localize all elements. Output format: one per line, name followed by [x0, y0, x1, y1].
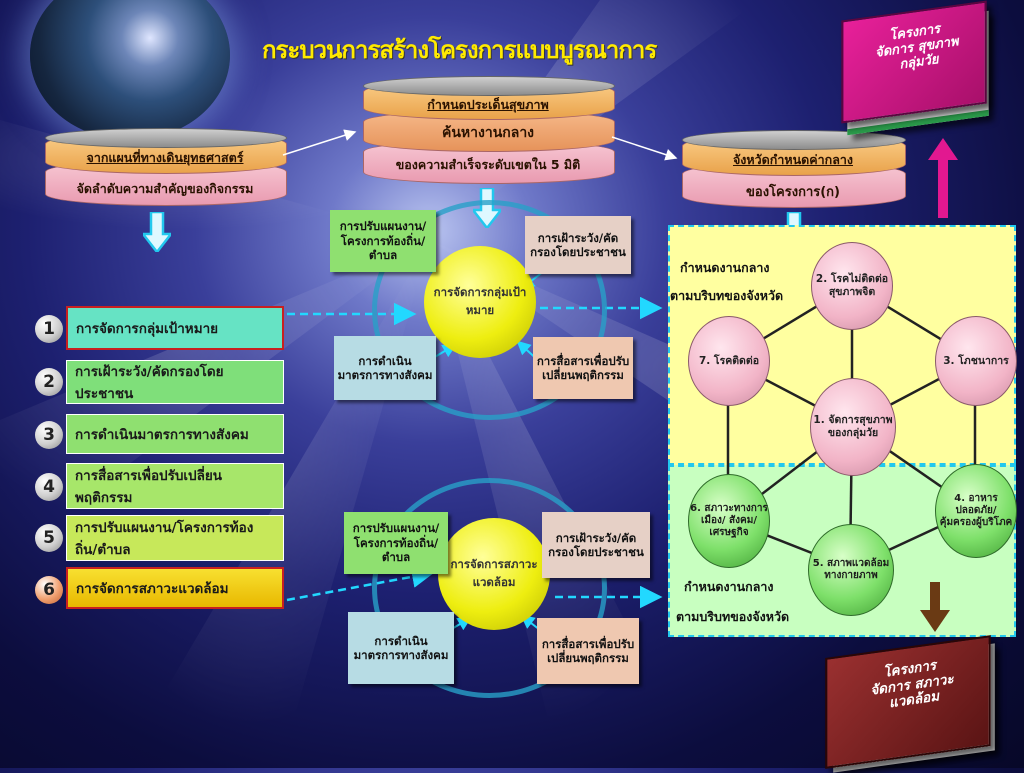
- center-cylinder-top-label: กำหนดประเด็นสุขภาพ: [427, 97, 549, 112]
- bottom-note-2: ตามบริบทของจังหวัด: [676, 609, 790, 624]
- node-5-physical-environment: 5. สภาพแวดล้อมทางกายภาพ: [808, 524, 894, 616]
- node-1-age-health: 1. จัดการสุขภาพของกลุ่มวัย: [810, 378, 896, 476]
- right-cylinder-bottom-label: ของโครงการ(ก): [746, 184, 840, 200]
- top-note-1: กำหนดงานกลาง: [680, 260, 770, 275]
- node-4-food-safety: 4. อาหารปลอดภัย/ คุ้มครองผู้บริโภค: [935, 464, 1017, 558]
- node-7-communicable: 7. โรคติดต่อ: [688, 316, 770, 406]
- lower-cycle-ring: [372, 478, 607, 698]
- lower-tag-plan: การปรับแผนงาน/โครงการท้องถิ่น/ตำบล: [344, 512, 448, 574]
- list-item-3[interactable]: การดำเนินมาตรการทางสังคม: [66, 414, 284, 454]
- number-badge: 2: [35, 368, 63, 396]
- number-badge: 1: [35, 315, 63, 343]
- number-badge: 4: [35, 473, 63, 501]
- page-title: กระบวนการสร้างโครงการแบบบูรณาการ: [262, 36, 657, 64]
- center-cylinder: ของความสำเร็จระดับเขตใน 5 มิติ ค้นหางานก…: [363, 76, 615, 186]
- upper-cycle-ring: [372, 200, 607, 420]
- up-arrow: [928, 138, 958, 218]
- number-badge: 5: [35, 524, 63, 552]
- bottom-note-1: กำหนดงานกลาง: [684, 579, 774, 594]
- right-cylinder-top-label: จังหวัดกำหนดค่ากลาง: [732, 152, 854, 167]
- node-6-political-social: 6. สภาวะทางการเมือง/ สังคม/ เศรษฐกิจ: [688, 474, 770, 568]
- down-arrow-left: [143, 212, 171, 252]
- lower-center-ball: การจัดการสภาวะแวดล้อม: [438, 518, 550, 630]
- upper-tag-surveillance: การเฝ้าระวัง/คัดกรองโดยประชาชน: [525, 216, 631, 274]
- upper-tag-communication: การสื่อสารเพื่อปรับเปลี่ยนพฤติกรรม: [533, 337, 633, 399]
- lower-tag-communication: การสื่อสารเพื่อปรับเปลี่ยนพฤติกรรม: [537, 618, 639, 684]
- upper-center-ball: การจัดการกลุ่มเป้าหมาย: [424, 246, 536, 358]
- right-cylinder: ของโครงการ(ก) จังหวัดกำหนดค่ากลาง: [682, 130, 906, 210]
- top-note-2: ตามบริบทของจังหวัด: [670, 288, 784, 303]
- lower-tag-surveillance: การเฝ้าระวัง/คัดกรองโดยประชาชน: [542, 512, 650, 578]
- lower-tag-social: การดำเนินมาตรการทางสังคม: [348, 612, 454, 684]
- list-item-2[interactable]: การเฝ้าระวัง/คัดกรองโดยประชาชน: [66, 360, 284, 404]
- down-arrow-brown: [920, 582, 950, 632]
- number-badge: 3: [35, 421, 63, 449]
- left-cylinder: จัดลำดับความสำคัญของกิจกรรม จากแผนที่ทาง…: [45, 128, 287, 208]
- list-item-1[interactable]: การจัดการกลุ่มเป้าหมาย: [66, 306, 284, 350]
- upper-tag-plan: การปรับแผนงาน/โครงการท้องถิ่น/ตำบล: [330, 210, 436, 272]
- center-cylinder-middle-label: ค้นหางานกลาง: [441, 125, 535, 141]
- arrow-left-to-center: [282, 129, 357, 156]
- list-item-6[interactable]: การจัดการสภาวะแวดล้อม: [66, 567, 284, 609]
- left-cylinder-top-label: จากแผนที่ทางเดินยุทธศาสตร์: [86, 150, 244, 165]
- list-item-4[interactable]: การสื่อสารเพื่อปรับเปลี่ยนพฤติกรรม: [66, 463, 284, 509]
- center-cylinder-bottom-label: ของความสำเร็จระดับเขตใน 5 มิติ: [395, 157, 581, 172]
- arrow-center-to-right: [611, 136, 678, 161]
- upper-tag-social: การดำเนินมาตรการทางสังคม: [334, 336, 436, 400]
- list-item-5[interactable]: การปรับแผนงาน/โครงการท้องถิ่น/ตำบล: [66, 515, 284, 561]
- globe-image: [30, 0, 230, 140]
- node-3-nutrition: 3. โภชนาการ: [935, 316, 1017, 406]
- node-2-ncd: 2. โรคไม่ติดต่อ สุขภาพจิต: [811, 242, 893, 330]
- left-cylinder-bottom-label: จัดลำดับความสำคัญของกิจกรรม: [76, 181, 254, 196]
- number-badge: 6: [35, 576, 63, 604]
